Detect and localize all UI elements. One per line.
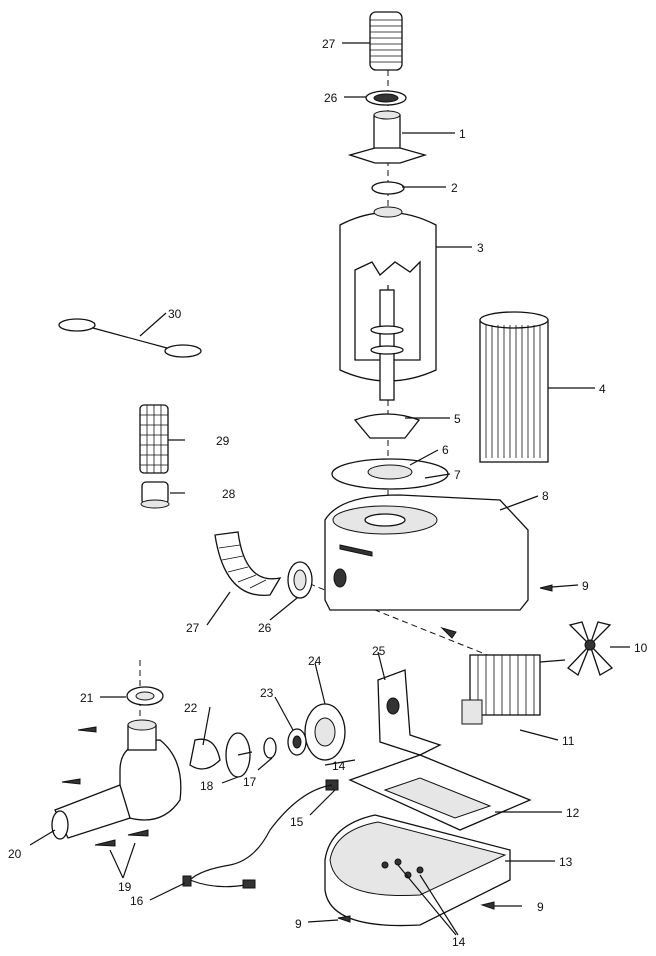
callout-10: 10 — [634, 641, 648, 655]
callout-13: 13 — [559, 855, 573, 869]
o-ring-part — [371, 181, 405, 195]
screw-9c-part — [480, 901, 495, 910]
hose-top-part — [369, 11, 403, 71]
callout-22: 22 — [184, 701, 198, 715]
callout-1: 1 — [459, 127, 466, 141]
callout-19: 19 — [118, 880, 132, 894]
callout-14-upper: 14 — [332, 759, 346, 773]
seal-part — [287, 728, 307, 756]
callout-9-lower-left: 9 — [295, 917, 302, 931]
leader-lines — [29, 42, 630, 936]
callout-16: 16 — [130, 894, 144, 908]
callout-28: 28 — [222, 487, 236, 501]
screws-14-part — [381, 858, 424, 879]
callout-3: 3 — [477, 241, 484, 255]
callout-29: 29 — [216, 434, 230, 448]
cap-part — [140, 481, 170, 509]
callout-27-top: 27 — [322, 37, 336, 51]
strap-part — [58, 318, 202, 358]
center-tube-part — [353, 289, 421, 439]
base-housing-part — [324, 494, 529, 611]
callout-14-lower: 14 — [452, 935, 466, 949]
hose-left-part — [214, 531, 282, 596]
washer-part — [263, 737, 277, 759]
hose-clamp-left-part — [287, 561, 313, 599]
mount-plate-part — [348, 754, 532, 831]
fan-blade-part — [567, 621, 614, 677]
screw-part — [440, 626, 457, 639]
top-fitting-part — [347, 110, 428, 164]
callout-5: 5 — [454, 412, 461, 426]
callout-24: 24 — [308, 654, 322, 668]
callout-15: 15 — [290, 815, 304, 829]
callout-26-left: 26 — [258, 621, 272, 635]
callout-9-lower-right: 9 — [537, 900, 544, 914]
pump-ring-part — [126, 686, 164, 706]
callout-6: 6 — [442, 443, 449, 457]
callout-23: 23 — [260, 686, 274, 700]
callout-2: 2 — [451, 181, 458, 195]
pump-body-part — [51, 719, 182, 840]
callout-21: 21 — [80, 691, 94, 705]
power-cord-part — [182, 784, 333, 889]
motor-bracket-part — [377, 669, 442, 756]
callout-26-top: 26 — [324, 91, 338, 105]
callout-30: 30 — [168, 307, 182, 321]
screen-part — [139, 404, 169, 474]
seal-plate-part — [304, 703, 346, 761]
callout-9-upper: 9 — [582, 579, 589, 593]
screw-9b-part — [337, 915, 351, 923]
callout-20: 20 — [8, 847, 22, 861]
callout-11: 11 — [562, 734, 575, 748]
callout-27-left: 27 — [186, 621, 200, 635]
motor-part — [461, 654, 566, 725]
callout-17: 17 — [243, 775, 257, 789]
filter-cartridge-part — [479, 311, 549, 463]
screw-9a-part — [539, 584, 553, 592]
gasket-part — [331, 458, 449, 490]
callout-8: 8 — [542, 489, 549, 503]
impeller-part — [225, 732, 253, 778]
hose-clamp-top-part — [365, 90, 407, 106]
callout-12: 12 — [566, 806, 580, 820]
pump-screws-part — [94, 829, 149, 847]
callout-4: 4 — [599, 382, 606, 396]
callout-25: 25 — [372, 644, 386, 658]
callout-18: 18 — [200, 779, 214, 793]
callout-7: 7 — [454, 468, 461, 482]
impeller-vane-part — [189, 738, 221, 770]
